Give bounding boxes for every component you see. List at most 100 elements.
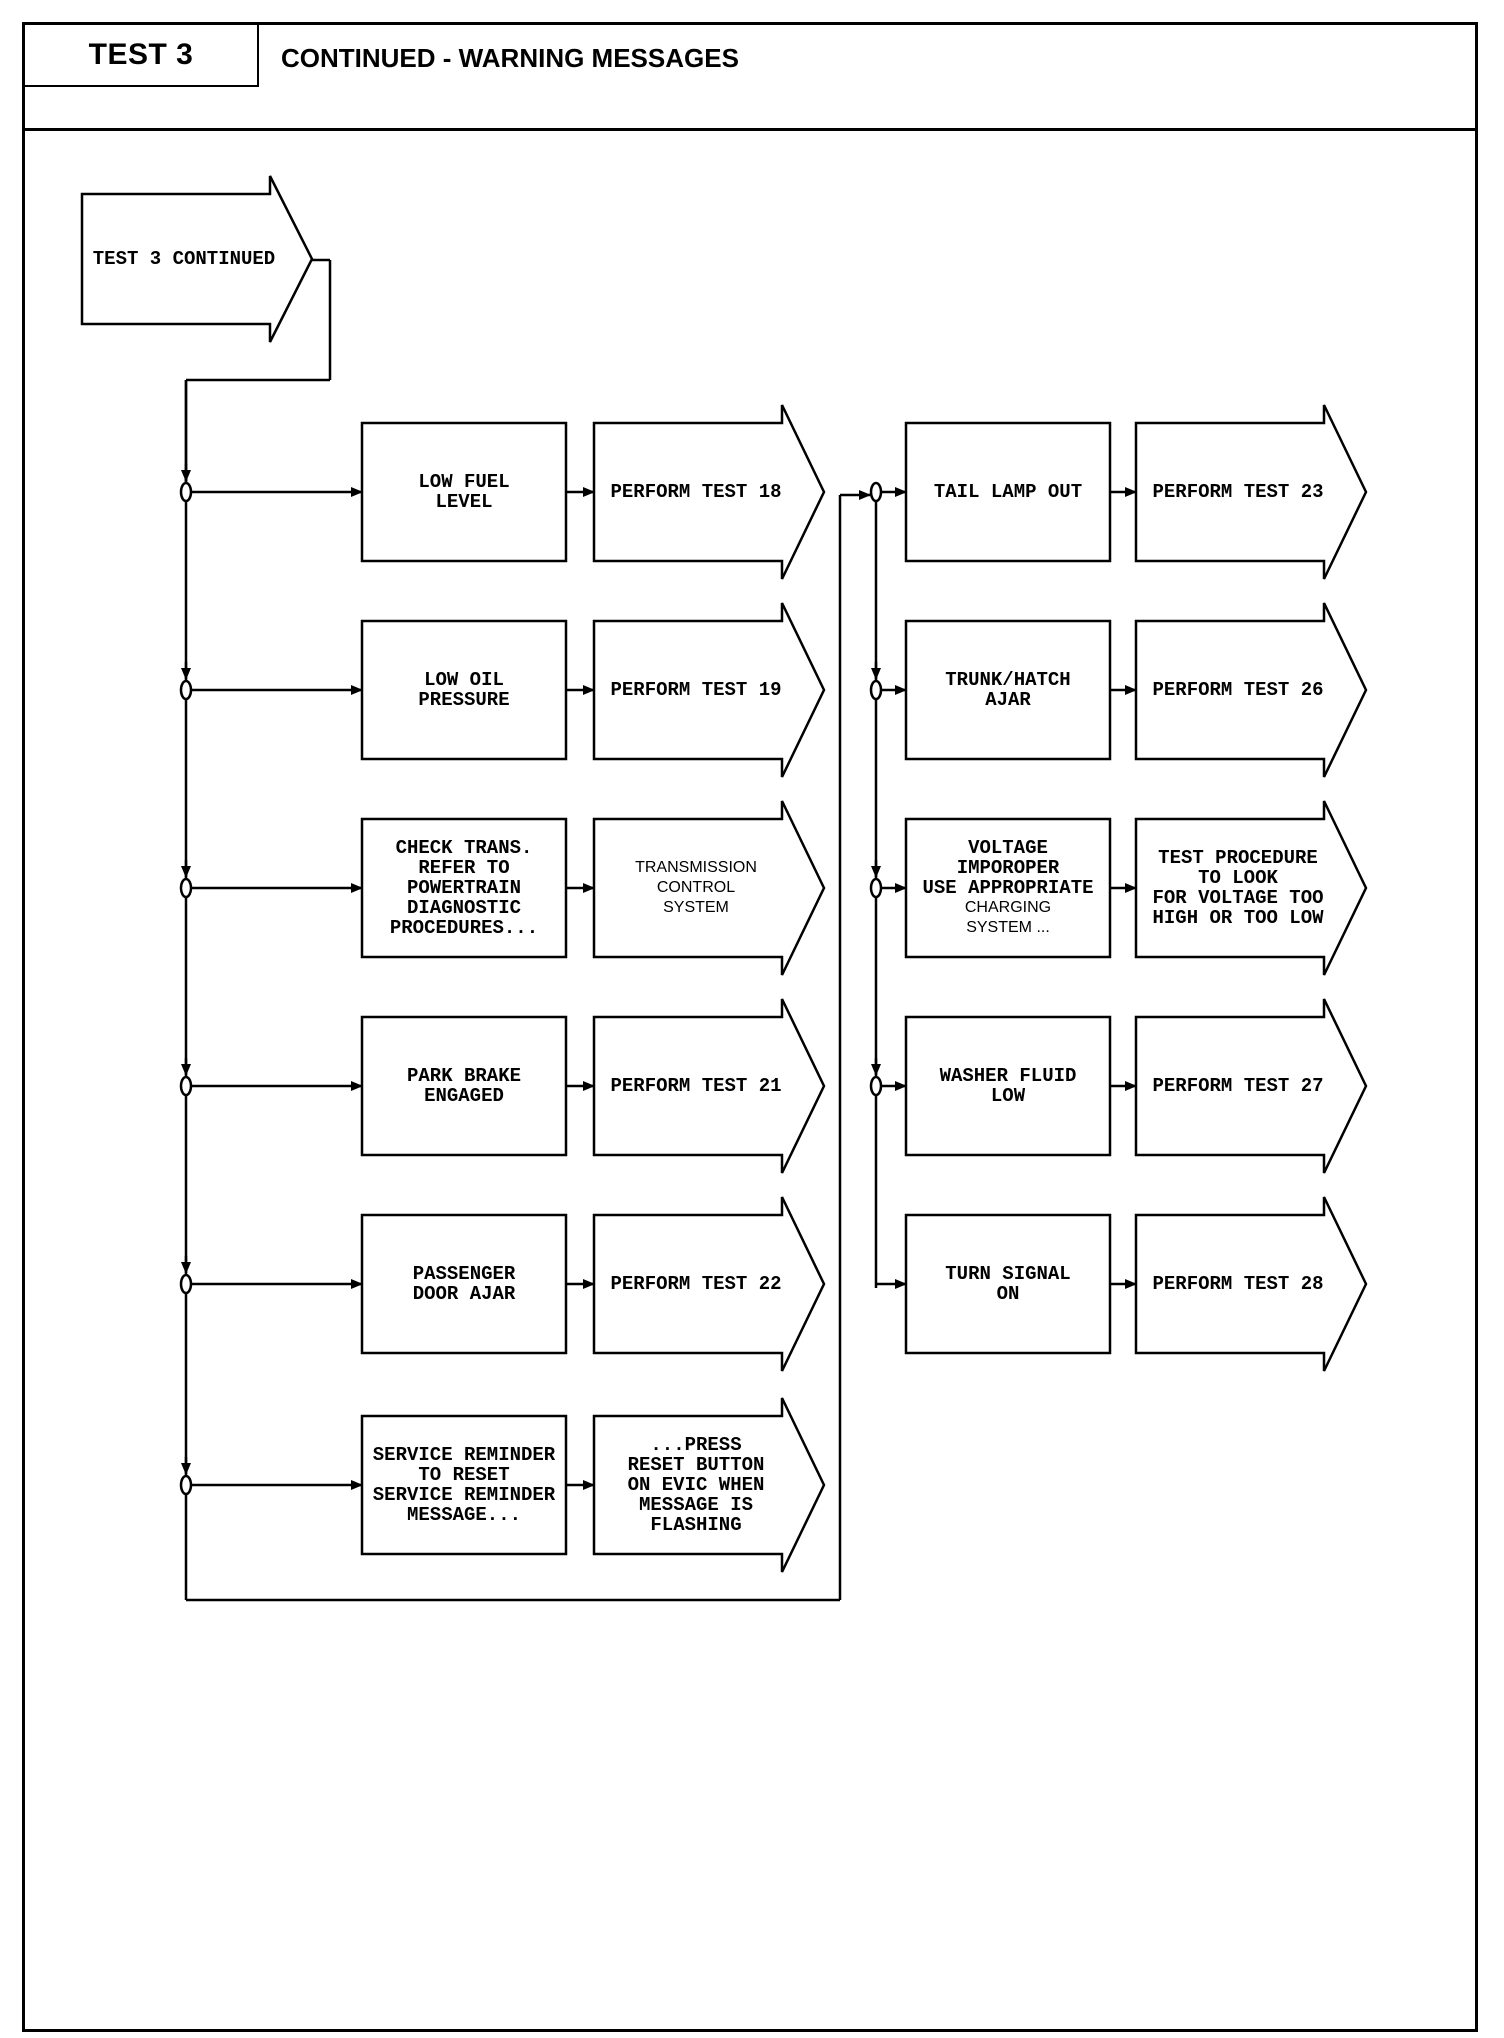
action-arrow [1134, 800, 1368, 976]
message-box [360, 421, 568, 563]
action-arrow [592, 1196, 826, 1372]
junction-node [179, 877, 193, 899]
node-text-line: LEVEL [435, 491, 492, 513]
action-arrow-outline [1134, 800, 1368, 976]
junction-node [179, 679, 193, 701]
message-box-border [904, 817, 1112, 959]
node-text-line: PASSENGER [413, 1263, 516, 1285]
junction-node [869, 679, 883, 701]
action-arrow-outline [1134, 1196, 1368, 1372]
test-number-label: TEST 3 [25, 25, 259, 87]
junction-node [179, 481, 193, 503]
message-box-border [904, 619, 1112, 761]
message-box [904, 1213, 1112, 1355]
junction-node [869, 1075, 883, 1097]
node-text-line: AJAR [985, 689, 1031, 711]
action-arrow-outline [592, 1196, 826, 1372]
node-text-line: ON [997, 1283, 1020, 1305]
node-text-line: TAIL LAMP OUT [934, 481, 1082, 503]
node-text-line: WASHER FLUID [940, 1065, 1077, 1087]
node-text-line: CHECK TRANS. [396, 837, 533, 859]
message-box [360, 1213, 568, 1355]
node-text-line: ON EVIC WHEN [628, 1474, 765, 1496]
node-text-line: TO RESET [418, 1464, 509, 1486]
action-arrow-outline [592, 800, 826, 976]
node-text-line: MESSAGE IS [639, 1494, 753, 1516]
node-text-line: PERFORM TEST 21 [610, 1075, 781, 1097]
node-text-line: CHARGING [965, 899, 1051, 916]
page-frame: TEST 3 CONTINUED - WARNING MESSAGES [22, 22, 1478, 2032]
action-arrow [592, 998, 826, 1174]
action-arrow [1134, 404, 1368, 580]
message-box-border [360, 1015, 568, 1157]
node-text-line: SYSTEM [663, 899, 729, 916]
action-arrow-outline [592, 1397, 826, 1573]
message-box-border [904, 1015, 1112, 1157]
node-text-line: CONTROL [657, 879, 735, 896]
message-box-border [360, 817, 568, 959]
action-arrow [1134, 1196, 1368, 1372]
message-box-border [360, 1414, 568, 1556]
node-text-line: PERFORM TEST 22 [610, 1273, 781, 1295]
message-box [360, 1414, 568, 1556]
node-text-line: VOLTAGE [968, 837, 1048, 859]
start-arrow [80, 175, 314, 343]
node-text-line: PERFORM TEST 23 [1152, 481, 1323, 503]
node-text-line: LOW OIL [424, 669, 504, 691]
message-box [360, 817, 568, 959]
action-arrow-outline [1134, 998, 1368, 1174]
node-text-line: TRUNK/HATCH [945, 669, 1070, 691]
node-text-line: PERFORM TEST 19 [610, 679, 781, 701]
node-text-line: TRANSMISSION [635, 859, 757, 876]
node-text-line: PERFORM TEST 18 [610, 481, 781, 503]
node-text-line: LOW FUEL [418, 471, 509, 493]
junction-node [869, 481, 883, 503]
junction-node [179, 1474, 193, 1496]
message-box [904, 421, 1112, 563]
action-arrow [592, 602, 826, 778]
node-text-line: TURN SIGNAL [945, 1263, 1070, 1285]
message-box-border [360, 619, 568, 761]
action-arrow-outline [592, 602, 826, 778]
junction-node [179, 1075, 193, 1097]
message-box [360, 1015, 568, 1157]
node-text-line: PERFORM TEST 26 [1152, 679, 1323, 701]
junction-node [179, 1273, 193, 1295]
node-text-line: ENGAGED [424, 1085, 504, 1107]
message-box-border [360, 1213, 568, 1355]
node-text-line: PERFORM TEST 27 [1152, 1075, 1323, 1097]
action-arrow-outline [1134, 404, 1368, 580]
node-text-line: FOR VOLTAGE TOO [1152, 887, 1323, 909]
junction-node [869, 877, 883, 899]
node-text-line: RESET BUTTON [628, 1454, 765, 1476]
node-text-line: ...PRESS [650, 1434, 741, 1456]
node-text-line: SERVICE REMINDER [373, 1484, 556, 1506]
node-text-line: DIAGNOSTIC [407, 897, 521, 919]
node-text-line: PARK BRAKE [407, 1065, 521, 1087]
message-box-border [360, 421, 568, 563]
node-text-line: TO LOOK [1198, 867, 1278, 889]
node-text-line: DOOR AJAR [413, 1283, 516, 1305]
node-text-line: MESSAGE... [407, 1504, 521, 1526]
node-text-line: LOW [991, 1085, 1026, 1107]
action-arrow-outline [592, 998, 826, 1174]
node-text-line: IMPOROPER [957, 857, 1060, 879]
message-box-border [904, 1213, 1112, 1355]
node-text-line: USE APPROPRIATE [922, 877, 1093, 899]
node-text-line: REFER TO [418, 857, 509, 879]
page-title: CONTINUED - WARNING MESSAGES [281, 43, 739, 73]
node-text-line: SYSTEM ... [966, 919, 1050, 936]
node-text-line: TEST 3 CONTINUED [93, 248, 275, 270]
node-text-line: PRESSURE [418, 689, 509, 711]
node-text-line: TEST PROCEDURE [1158, 847, 1318, 869]
node-text-line: SERVICE REMINDER [373, 1444, 556, 1466]
action-arrow-outline [80, 175, 314, 343]
node-text-line: HIGH OR TOO LOW [1152, 907, 1324, 929]
message-box [904, 817, 1112, 959]
message-box-border [904, 421, 1112, 563]
message-box [360, 619, 568, 761]
action-arrow [592, 404, 826, 580]
message-box [904, 619, 1112, 761]
action-arrow-outline [1134, 602, 1368, 778]
